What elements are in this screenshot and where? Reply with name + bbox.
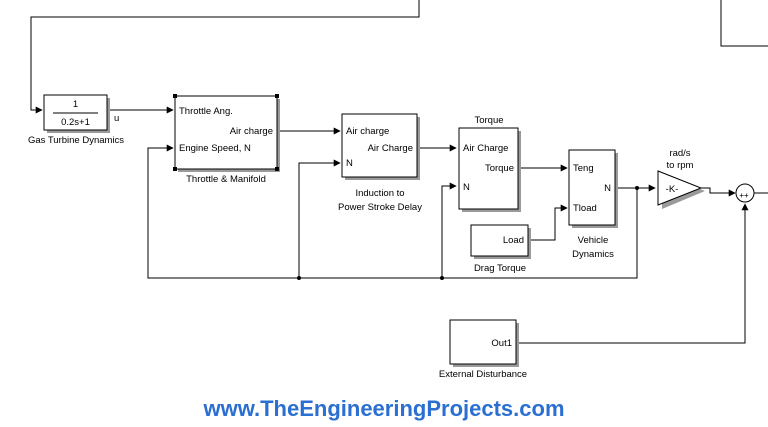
disturbance-label: External Disturbance (439, 369, 527, 380)
wire-gain-out (701, 187, 736, 197)
tf-denominator: 0.2s+1 (61, 117, 90, 128)
gas-turbine-block[interactable]: 1 0.2s+1 (43, 94, 110, 133)
wire-disturbance (515, 203, 749, 344)
induction-label-1: Induction to (355, 188, 404, 199)
disturbance-out: Out1 (491, 338, 512, 349)
torque-in2: N (463, 182, 470, 193)
torque-block[interactable]: Air Charge N Torque (458, 127, 521, 212)
induction-in2: N (346, 158, 353, 169)
throttle-block[interactable]: Throttle Ang. Engine Speed, N Air charge (173, 94, 280, 172)
induction-label-2: Power Stroke Delay (338, 202, 422, 213)
drag-out: Load (503, 235, 524, 246)
tf-numerator: 1 (73, 99, 78, 110)
wire-top-feedback (30, 0, 420, 114)
drag-torque-block[interactable]: Load (470, 224, 531, 259)
vehicle-in2: Tload (573, 203, 597, 214)
signal-u-label: u (114, 113, 119, 124)
drag-label: Drag Torque (474, 263, 526, 274)
wire-n-feedback-induction (298, 159, 341, 278)
sum-block[interactable]: ++ (735, 183, 755, 203)
vehicle-label-1: Vehicle (578, 235, 609, 246)
gain-label-2: to rpm (667, 160, 694, 171)
partial-block-top-right (720, 0, 768, 47)
wire-n-feedback-throttle (147, 144, 638, 279)
wire-n-feedback-torque (441, 182, 457, 278)
junction-dot (297, 276, 301, 280)
vehicle-in1: Teng (573, 163, 594, 174)
gain-value: -K- (666, 184, 679, 195)
wire-load (529, 204, 568, 241)
junction-dot (440, 276, 444, 280)
sum-signs: ++ (739, 191, 749, 200)
disturbance-block[interactable]: Out1 (449, 319, 519, 367)
torque-in1: Air Charge (463, 143, 508, 154)
throttle-out: Air charge (230, 126, 273, 137)
gain-block[interactable]: -K- (657, 170, 705, 209)
gain-label-1: rad/s (669, 148, 690, 159)
gas-turbine-label: Gas Turbine Dynamics (28, 135, 124, 146)
vehicle-out: N (604, 183, 611, 194)
vehicle-block[interactable]: Teng Tload N (568, 149, 618, 228)
wires (30, 0, 768, 344)
induction-out: Air Charge (368, 143, 413, 154)
watermark-link: www.TheEngineeringProjects.com (203, 396, 565, 421)
torque-out: Torque (485, 163, 514, 174)
throttle-in2: Engine Speed, N (179, 143, 251, 154)
junction-dot (635, 186, 639, 190)
induction-in1: Air charge (346, 126, 389, 137)
throttle-label: Throttle & Manifold (186, 174, 266, 185)
throttle-in1: Throttle Ang. (179, 106, 233, 117)
vehicle-label-2: Dynamics (572, 249, 614, 260)
induction-block[interactable]: Air charge N Air Charge (341, 113, 420, 180)
torque-title: Torque (474, 115, 503, 126)
